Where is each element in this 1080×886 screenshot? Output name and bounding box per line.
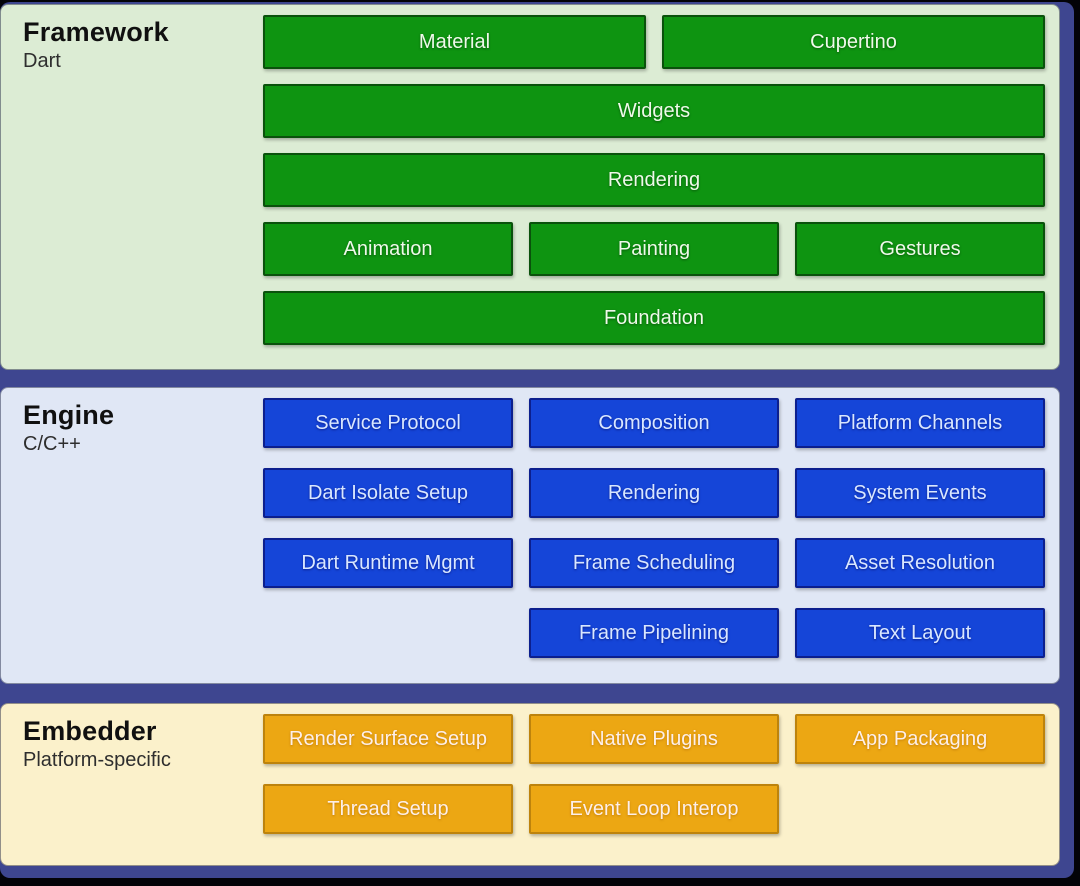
layer-box-material: Material <box>263 15 646 69</box>
layer-box-render-surface-setup: Render Surface Setup <box>263 714 513 764</box>
framework-panel: Framework Dart Material Cupertino Widget… <box>0 4 1060 370</box>
engine-heading: Engine C/C++ <box>23 398 263 456</box>
framework-boxes: Material Cupertino Widgets Rendering Ani… <box>263 15 1045 345</box>
layer-box-app-packaging: App Packaging <box>795 714 1045 764</box>
panel-title-framework: Framework <box>23 17 169 47</box>
layer-box-dart-isolate-setup: Dart Isolate Setup <box>263 468 513 518</box>
panel-title-embedder: Embedder <box>23 716 157 746</box>
embedder-heading: Embedder Platform-specific <box>23 714 263 772</box>
layer-box-rendering-framework: Rendering <box>263 153 1045 207</box>
layer-box-asset-resolution: Asset Resolution <box>795 538 1045 588</box>
layer-box-foundation: Foundation <box>263 291 1045 345</box>
panel-subtitle-framework: Dart <box>23 50 61 73</box>
layer-box-gestures: Gestures <box>795 222 1045 276</box>
layer-box-animation: Animation <box>263 222 513 276</box>
layer-box-platform-channels: Platform Channels <box>795 398 1045 448</box>
panel-divider <box>0 684 1060 703</box>
engine-boxes: Service Protocol Composition Platform Ch… <box>263 398 1045 658</box>
panel-subtitle-embedder: Platform-specific <box>23 749 171 772</box>
engine-panel: Engine C/C++ Service Protocol Compositio… <box>0 387 1060 684</box>
layer-box-widgets: Widgets <box>263 84 1045 138</box>
framework-heading: Framework Dart <box>23 15 263 73</box>
panel-divider <box>0 370 1060 387</box>
layer-box-painting: Painting <box>529 222 779 276</box>
layer-box-text-layout: Text Layout <box>795 608 1045 658</box>
layer-box-thread-setup: Thread Setup <box>263 784 513 834</box>
embedder-panel: Embedder Platform-specific Render Surfac… <box>0 703 1060 866</box>
layer-box-native-plugins: Native Plugins <box>529 714 779 764</box>
layer-box-cupertino: Cupertino <box>662 15 1045 69</box>
layer-box-event-loop-interop: Event Loop Interop <box>529 784 779 834</box>
layer-box-frame-scheduling: Frame Scheduling <box>529 538 779 588</box>
embedder-boxes: Render Surface Setup Native Plugins App … <box>263 714 1045 834</box>
layer-box-frame-pipelining: Frame Pipelining <box>529 608 779 658</box>
panel-title-engine: Engine <box>23 400 115 430</box>
layer-box-composition: Composition <box>529 398 779 448</box>
layer-box-system-events: System Events <box>795 468 1045 518</box>
layer-box-dart-runtime-mgmt: Dart Runtime Mgmt <box>263 538 513 588</box>
panel-subtitle-engine: C/C++ <box>23 433 81 456</box>
layer-box-rendering-engine: Rendering <box>529 468 779 518</box>
layer-box-service-protocol: Service Protocol <box>263 398 513 448</box>
